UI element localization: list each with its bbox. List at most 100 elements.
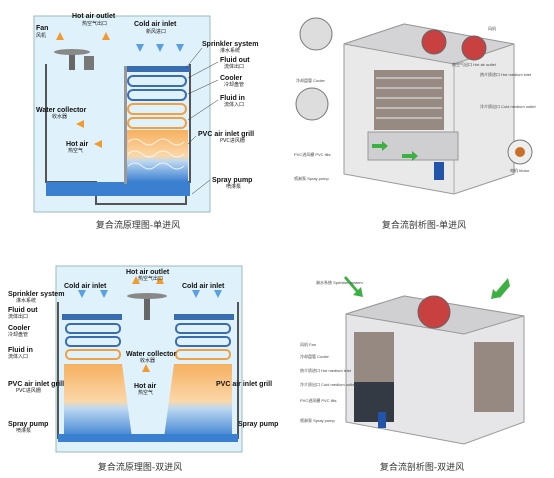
- label-fluid-out: Fluid out: [220, 57, 250, 64]
- label-pump: 喷淋泵 Spray pump: [294, 175, 329, 181]
- label-pump: 喷淋泵 Spray pump: [300, 417, 335, 423]
- heat-exchange-fill: [126, 130, 188, 182]
- label-hot-air: Hot air: [134, 383, 156, 390]
- label-hot-air-outlet: Hot air outlet: [72, 13, 116, 20]
- motor-icon: [515, 147, 525, 157]
- spray-pump-icon: [378, 412, 386, 428]
- double-inlet-section-diagram: 淋水系统 Sprinkler system 风机 Fan 冷却盘管 Cooler…: [294, 262, 550, 456]
- label-water-collector: Water collector: [36, 107, 87, 114]
- caption-single-principle: 复合流原理图-单进风: [95, 221, 181, 231]
- label-cold-air-inlet-right: Cold air inlet: [182, 283, 225, 290]
- sprinkler-pipe: [126, 66, 190, 72]
- svg-text:PVC进风栅: PVC进风栅: [16, 387, 41, 394]
- hot-air-arrows: [56, 32, 110, 148]
- water-collector: [124, 66, 127, 184]
- label-fluid-in: Fluid in: [220, 95, 245, 102]
- label-fan: 风机: [488, 25, 496, 31]
- double-principle-svg: Hot air outlet 热空气出口 Sprinkler system 淋水…: [8, 265, 278, 453]
- fan-icon: [421, 29, 447, 55]
- svg-text:流体出口: 流体出口: [8, 313, 28, 320]
- svg-text:风机: 风机: [36, 32, 46, 39]
- caption-single-section: 复合流剖析图-单进风: [381, 221, 467, 231]
- cooler-coil-right: [474, 342, 514, 412]
- zoom-inset-coil: [295, 87, 329, 121]
- svg-text:淋水系统: 淋水系统: [16, 297, 36, 304]
- label-hot-medium: 热介质进口 Hot medium inlet: [480, 71, 532, 77]
- svg-text:冷却盘管: 冷却盘管: [224, 81, 244, 88]
- zoom-inset-fan: [299, 17, 333, 51]
- svg-text:热空气: 热空气: [138, 389, 153, 396]
- label-cold-medium: 冷介质出口 Cold medium outlet: [480, 103, 536, 109]
- fan-icon-2: [461, 35, 487, 61]
- cold-air-arrows: [136, 44, 184, 52]
- hot-air-arrows: [132, 276, 164, 372]
- label-spray-pump: Spray pump: [212, 177, 252, 184]
- label-fan: 风机 Fan: [300, 341, 316, 347]
- svg-text:新风进口: 新风进口: [146, 28, 166, 35]
- svg-text:喷淋泵: 喷淋泵: [226, 183, 241, 190]
- svg-text:PVC进风栅: PVC进风栅: [220, 137, 245, 144]
- label-cooler: Cooler: [220, 75, 242, 82]
- heat-exchange-fill-right: [164, 364, 232, 438]
- label-pvc: PVC进风栅 PVC fills: [294, 151, 330, 157]
- green-air-arrows: [372, 141, 418, 161]
- cooler-coil: [127, 75, 187, 129]
- cooler-coil-left: [65, 323, 121, 360]
- label-cold-medium: 冷介质出口 Cold medium outlet: [300, 381, 356, 387]
- double-section-svg: 淋水系统 Sprinkler system 风机 Fan 冷却盘管 Cooler…: [300, 276, 525, 445]
- label-pvc-grill: PVC air inlet grill: [198, 131, 254, 138]
- fan-icon: [54, 49, 94, 70]
- pvc-fill-left: [354, 382, 394, 422]
- label-coil: 冷却盘管 Cooler: [296, 77, 326, 83]
- cold-air-arrows: [78, 290, 222, 298]
- single-inlet-principle-diagram: Fan 风机 Hot air outlet 热空气出口 Cold air inl…: [6, 4, 268, 216]
- label-sprinkler-system: Sprinkler system: [8, 291, 64, 298]
- heat-exchange-fill-left: [64, 364, 132, 438]
- svg-text:冷却盘管: 冷却盘管: [8, 331, 28, 338]
- label-spray-pump-right: Spray pump: [238, 421, 278, 428]
- label-pvc: PVC进风栅 PVC fills: [300, 397, 336, 403]
- cooler-coil: [374, 70, 444, 130]
- label-sprinkler-system: Sprinkler system: [202, 41, 258, 48]
- label-hot-air-outlet: Hot air outlet: [126, 269, 170, 276]
- fan-icon: [127, 293, 167, 320]
- label-cold-air-inlet-left: Cold air inlet: [64, 283, 107, 290]
- label-cooler: Cooler: [8, 325, 30, 332]
- label-hot-medium: 热介质进口 Hot medium inlet: [300, 367, 352, 373]
- water-basin: [58, 434, 238, 442]
- label-cold-air-inlet: Cold air inlet: [134, 21, 177, 28]
- spray-pump-icon: [434, 162, 444, 180]
- single-principle-svg: Fan 风机 Hot air outlet 热空气出口 Cold air inl…: [33, 13, 258, 213]
- label-fluid-in: Fluid in: [8, 347, 33, 354]
- caption-double-section: 复合流剖析图-双进风: [379, 463, 465, 473]
- label-hot-outlet: 热空气出口 Hot air outlet: [452, 61, 497, 67]
- svg-text:热空气: 热空气: [68, 147, 83, 154]
- svg-text:热空气出口: 热空气出口: [138, 275, 163, 282]
- fan-icon: [417, 295, 451, 329]
- leader-lines: [185, 47, 219, 195]
- label-water-collector: Water collector: [126, 351, 177, 358]
- svg-text:收水器: 收水器: [140, 357, 155, 364]
- label-sprinkler: 淋水系统 Sprinkler system: [316, 279, 363, 285]
- svg-text:收水器: 收水器: [52, 113, 67, 120]
- svg-text:流体出口: 流体出口: [224, 63, 244, 70]
- label-pvc-grill-left: PVC air inlet grill: [8, 381, 64, 388]
- label-fluid-out: Fluid out: [8, 307, 38, 314]
- svg-text:喷淋泵: 喷淋泵: [16, 427, 31, 434]
- label-fan: Fan: [36, 25, 48, 32]
- svg-text:流体入口: 流体入口: [8, 353, 28, 360]
- single-section-svg: 风机 热空气出口 Hot air outlet 冷却盘管 Cooler 热介质进…: [294, 17, 536, 195]
- label-hot-air: Hot air: [66, 141, 88, 148]
- svg-text:流体入口: 流体入口: [224, 101, 244, 108]
- label-pvc-grill-right: PVC air inlet grill: [216, 381, 272, 388]
- single-inlet-section-diagram: 风机 热空气出口 Hot air outlet 冷却盘管 Cooler 热介质进…: [284, 4, 550, 214]
- water-basin: [46, 182, 190, 196]
- svg-text:热空气出口: 热空气出口: [82, 20, 107, 27]
- cooler-coil-right: [175, 323, 231, 360]
- caption-double-principle: 复合流原理图-双进风: [97, 463, 183, 473]
- label-spray-pump-left: Spray pump: [8, 421, 48, 428]
- label-motor: 电机 Motor: [510, 167, 530, 173]
- green-air-arrows: [344, 276, 510, 300]
- svg-text:淋水系统: 淋水系统: [220, 47, 240, 54]
- label-coil: 冷却盘管 Cooler: [300, 353, 330, 359]
